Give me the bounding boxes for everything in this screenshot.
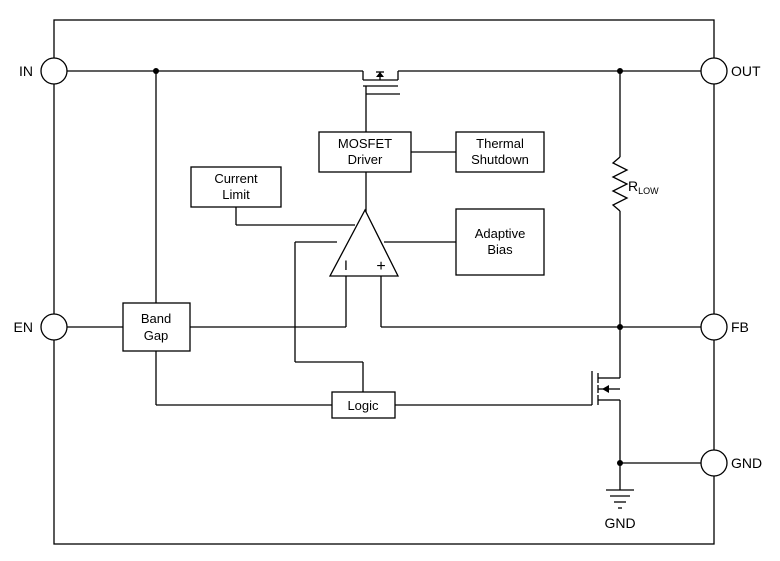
svg-text:Shutdown: Shutdown <box>471 152 529 167</box>
svg-text:GND: GND <box>731 455 762 471</box>
svg-text:Current: Current <box>214 171 258 186</box>
resistor-label: RLOW <box>628 178 659 196</box>
mosfet-driver-block: MOSFET Driver <box>318 131 412 173</box>
svg-text:Thermal: Thermal <box>476 136 524 151</box>
band-gap-block: Band Gap <box>122 302 191 352</box>
wires <box>67 70 701 490</box>
adaptive-bias-block: Adaptive Bias <box>455 208 545 276</box>
svg-text:Adaptive: Adaptive <box>475 226 526 241</box>
svg-text:Gap: Gap <box>144 328 169 343</box>
current-limit-block: Current Limit <box>190 166 282 208</box>
svg-text:Band: Band <box>141 311 171 326</box>
svg-text:OUT: OUT <box>731 63 761 79</box>
svg-text:Limit: Limit <box>222 187 250 202</box>
junction-dots <box>153 68 623 466</box>
pulldown-transistor-symbol <box>591 371 609 405</box>
pin-gnd: GND <box>700 449 762 477</box>
svg-text:IN: IN <box>19 63 33 79</box>
opamp-inverting-label: I <box>344 257 348 273</box>
ground-label: GND <box>604 515 635 531</box>
svg-text:FB: FB <box>731 319 749 335</box>
logic-block: Logic <box>331 391 396 419</box>
svg-text:Bias: Bias <box>487 242 513 257</box>
svg-text:EN: EN <box>14 319 33 335</box>
opamp-noninverting-label: + <box>376 258 385 275</box>
error-amplifier: I + <box>328 208 400 277</box>
pin-fb: FB <box>700 313 749 341</box>
svg-text:MOSFET: MOSFET <box>338 136 392 151</box>
package-outline <box>53 19 715 545</box>
pin-in: IN <box>19 57 68 85</box>
svg-text:Driver: Driver <box>348 152 383 167</box>
pin-en: EN <box>14 313 68 341</box>
svg-text:Logic: Logic <box>347 398 379 413</box>
pass-transistor-symbol <box>362 71 400 95</box>
pin-out: OUT <box>700 57 761 85</box>
ground-icon <box>606 489 634 509</box>
resistor-symbol <box>611 156 629 212</box>
thermal-shutdown-block: Thermal Shutdown <box>455 131 545 173</box>
